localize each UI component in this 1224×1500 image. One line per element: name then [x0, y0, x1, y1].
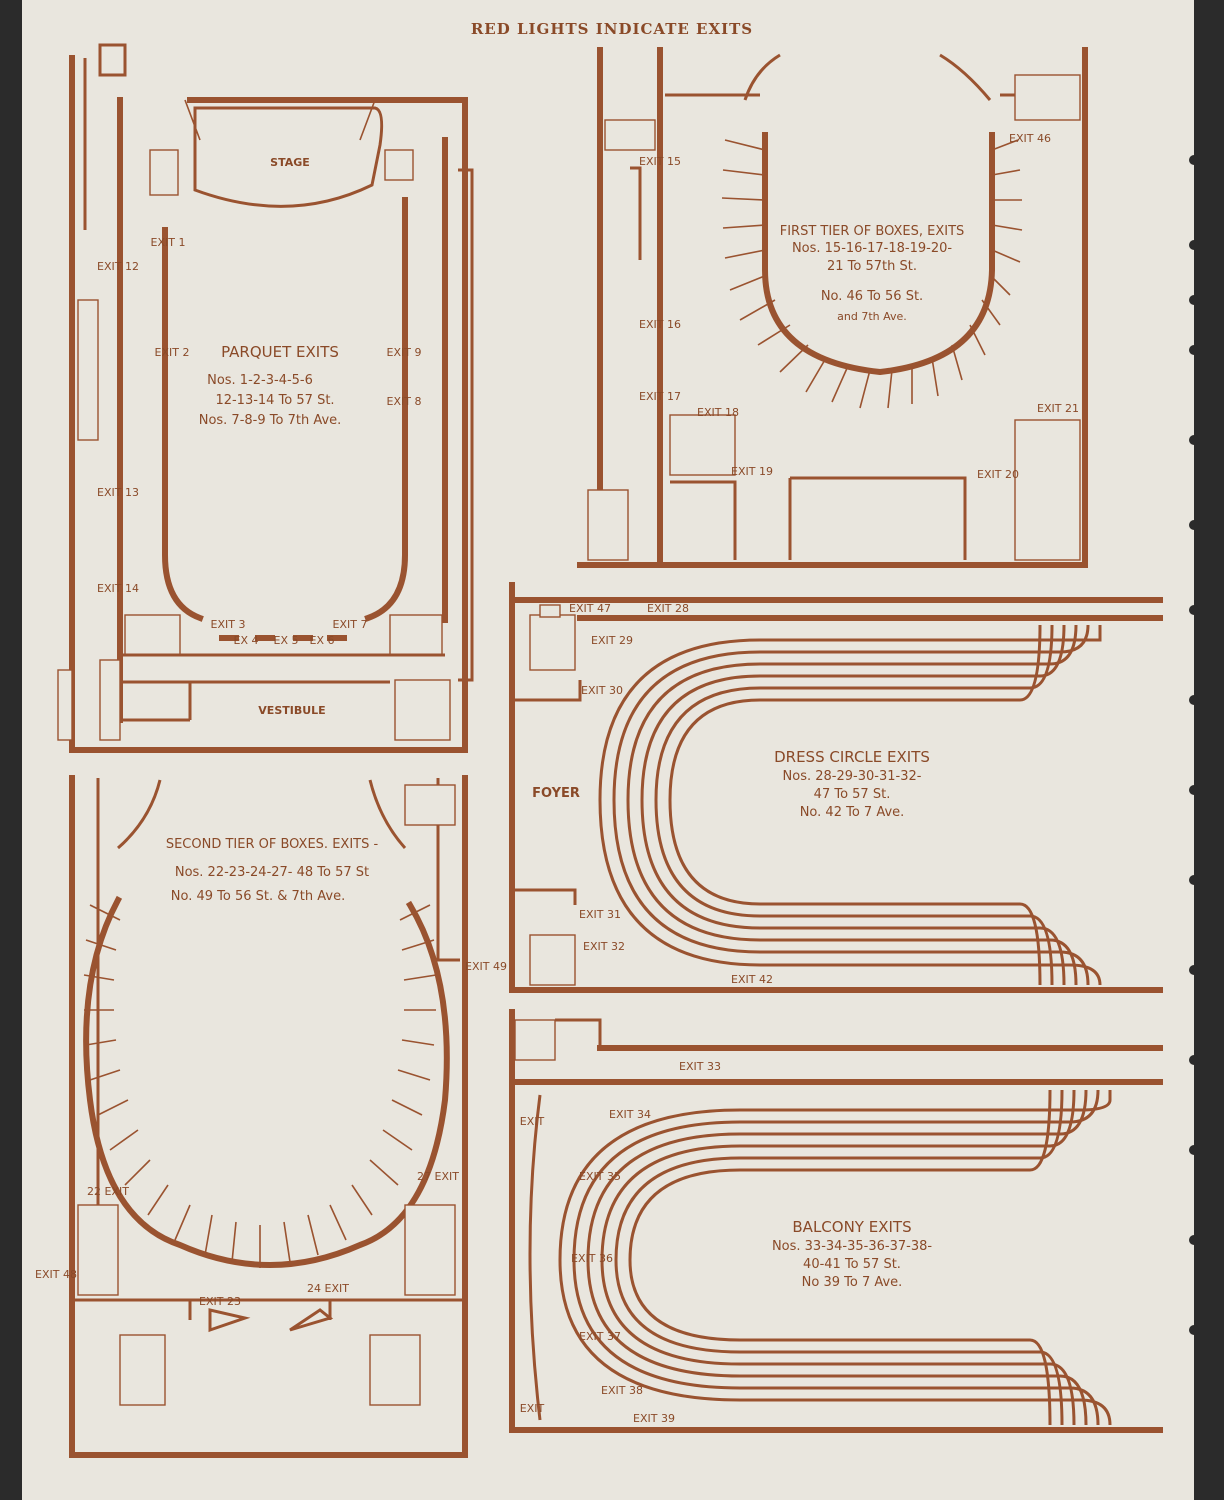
first-tier-caption-5: and 7th Ave.: [837, 310, 907, 323]
first-tier-caption-2: Nos. 15-16-17-18-19-20-: [792, 241, 952, 256]
dress-circle-caption-1: DRESS CIRCLE EXITS: [774, 748, 930, 766]
exit-label: EXIT 31: [579, 908, 621, 921]
exit-label: EXIT 30: [581, 684, 623, 697]
parquet-plan: STAGE VESTIBULE PARQUET EXITS Nos. 1-2-3…: [57, 43, 474, 753]
exit-label: EXIT 39: [633, 1412, 675, 1425]
exit-label: EXIT 18: [697, 406, 739, 419]
dress-circle-caption-4: No. 42 To 7 Ave.: [800, 805, 905, 820]
exit-label: 24 EXIT: [307, 1282, 349, 1295]
first-tier-caption-1: FIRST TIER OF BOXES, EXITS: [780, 224, 965, 239]
dress-circle-caption-2: Nos. 28-29-30-31-32-: [783, 769, 922, 784]
parquet-caption-3: Nos. 7-8-9 To 7th Ave.: [199, 413, 342, 428]
exit-label: EXIT 9: [387, 346, 422, 359]
exit-label: EXIT 3: [211, 618, 246, 631]
foyer-label: FOYER: [532, 786, 580, 801]
second-tier-caption-1: SECOND TIER OF BOXES. EXITS -: [166, 837, 379, 852]
exit-label: EXIT 32: [583, 940, 625, 953]
second-tier-caption-3: No. 49 To 56 St. & 7th Ave.: [171, 889, 345, 904]
exit-label: EXIT 20: [977, 468, 1019, 481]
exit-label: EXIT 7: [333, 618, 368, 631]
exit-label: EXIT 1: [151, 236, 186, 249]
stage-label: STAGE: [270, 156, 310, 169]
exit-label: EXIT 33: [679, 1060, 721, 1073]
parquet-caption-title: PARQUET EXITS: [221, 343, 339, 361]
exit-label: EX 4: [234, 634, 259, 647]
exit-label: 22 EXIT: [87, 1185, 129, 1198]
exit-label: EXIT 46: [1009, 132, 1051, 145]
exit-label: EXIT 35: [579, 1170, 621, 1183]
dress-circle-caption-3: 47 To 57 St.: [814, 787, 891, 802]
vestibule-label: VESTIBULE: [258, 704, 325, 717]
exit-label: EXIT 42: [731, 973, 773, 986]
exit-label: EXIT 37: [579, 1330, 621, 1343]
exit-label: EX 5: [274, 634, 299, 647]
balcony-rows: [558, 1089, 1112, 1426]
dress-circle-plan: FOYER DRESS CIRCLE EXITS Nos. 28-29-30-3…: [509, 582, 1163, 993]
exit-label: EXIT 23: [199, 1295, 241, 1308]
first-tier-plan: FIRST TIER OF BOXES, EXITS Nos. 15-16-17…: [577, 47, 1088, 568]
box-partitions: [83, 904, 437, 1268]
balcony-caption-4: No 39 To 7 Ave.: [802, 1275, 903, 1290]
exit-label: EXIT 47: [569, 602, 611, 615]
exit-label: EXIT 15: [639, 155, 681, 168]
exit-label: EXIT 36: [571, 1252, 613, 1265]
exit-label: EXIT 12: [97, 260, 139, 273]
exit-label: EXIT 13: [97, 486, 139, 499]
second-tier-plan: SECOND TIER OF BOXES. EXITS - Nos. 22-23…: [35, 775, 507, 1458]
box-partitions: [721, 139, 1023, 409]
parquet-caption-1: Nos. 1-2-3-4-5-6: [207, 373, 313, 388]
exit-label: EXIT 34: [609, 1108, 651, 1121]
exit-label: EXIT 2: [155, 346, 190, 359]
exit-label: EXIT 28: [647, 602, 689, 615]
balcony-caption-1: BALCONY EXITS: [792, 1218, 911, 1236]
exit-label: EXIT 38: [601, 1384, 643, 1397]
exit-label: EXIT 8: [387, 395, 422, 408]
exit-label: EX 6: [310, 634, 335, 647]
exit-label: EXIT 19: [731, 465, 773, 478]
exit-label: EXIT 14: [97, 582, 139, 595]
exit-label: EXIT: [520, 1115, 545, 1128]
exit-label: EXIT 17: [639, 390, 681, 403]
dress-circle-rows: [598, 624, 1102, 986]
exit-label: EXIT: [520, 1402, 545, 1415]
balcony-plan: BALCONY EXITS Nos. 33-34-35-36-37-38- 40…: [509, 1009, 1163, 1433]
exit-label: EXIT 48: [35, 1268, 77, 1281]
second-tier-caption-2: Nos. 22-23-24-27- 48 To 57 St: [175, 865, 369, 880]
punched-edge: [1189, 155, 1199, 1335]
exit-label: EXIT 29: [591, 634, 633, 647]
balcony-caption-3: 40-41 To 57 St.: [803, 1257, 901, 1272]
exit-label: 27 EXIT: [417, 1170, 459, 1183]
first-tier-caption-3: 21 To 57th St.: [827, 259, 917, 274]
exit-label: EXIT 21: [1037, 402, 1079, 415]
first-tier-caption-4: No. 46 To 56 St.: [821, 289, 923, 304]
exit-label: EXIT 16: [639, 318, 681, 331]
exit-label: EXIT 49: [465, 960, 507, 973]
page-heading: RED LIGHTS INDICATE EXITS: [470, 20, 754, 38]
parquet-caption-2: 12-13-14 To 57 St.: [215, 393, 334, 408]
balcony-caption-2: Nos. 33-34-35-36-37-38-: [772, 1239, 932, 1254]
